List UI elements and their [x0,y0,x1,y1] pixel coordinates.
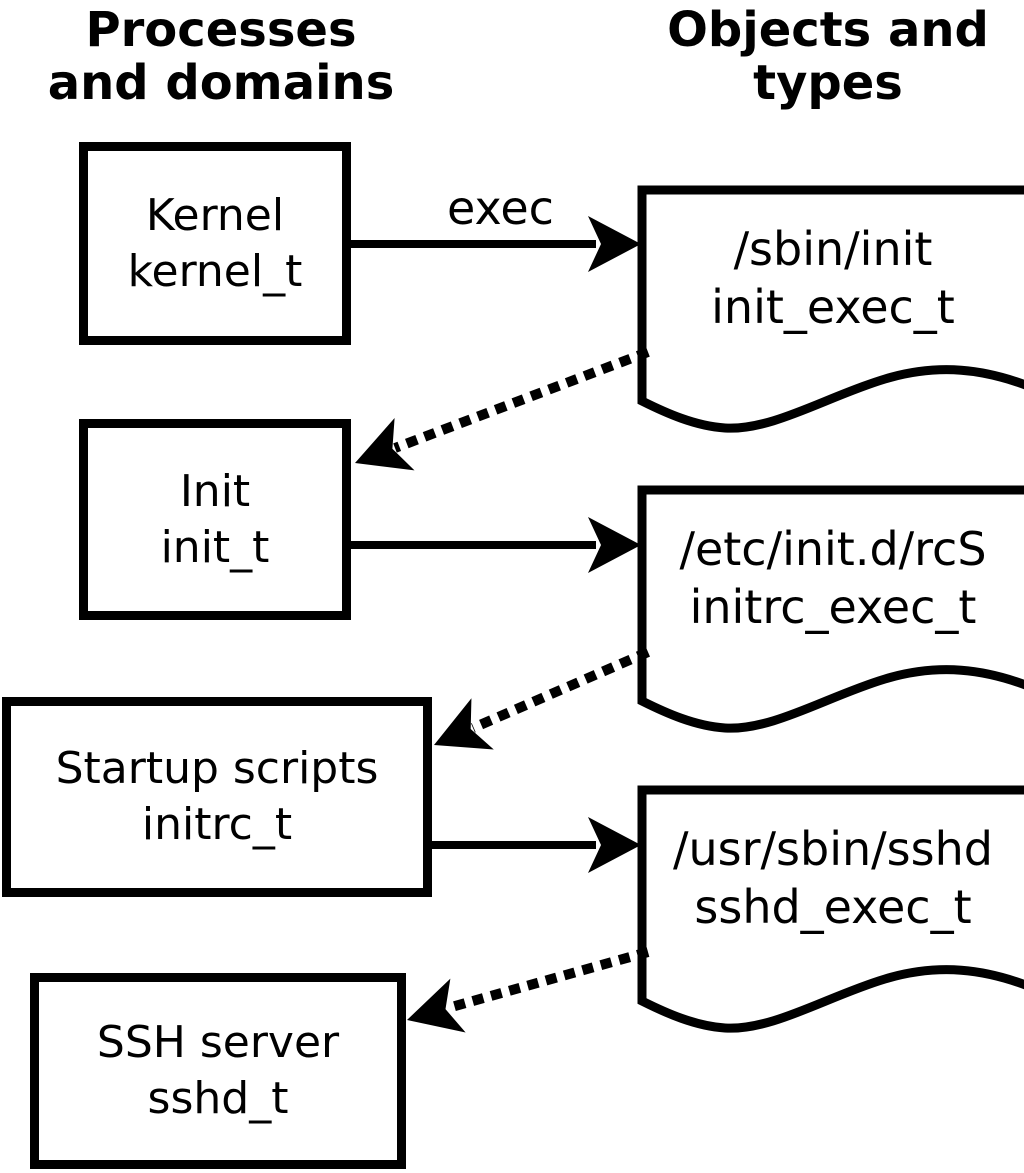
dotted-arrow-sshd-exec-to-sshd [407,947,650,1033]
dotted-arrow-initrc-exec-to-initrc [434,647,650,750]
object-path: /usr/sbin/sshd [673,822,993,876]
process-domain-type: init_t [160,521,270,573]
object-path: /etc/init.d/rcS [679,522,987,576]
object-label-etc-initd-rcs: /etc/init.d/rcS initrc_exec_t [642,520,1024,636]
object-label-usr-sbin-sshd: /usr/sbin/sshd sshd_exec_t [642,820,1024,936]
object-path: /sbin/init [733,222,933,276]
process-domain-type: sshd_t [147,1073,289,1124]
object-file-type: init_exec_t [711,280,955,334]
process-name: Kernel [145,189,285,241]
process-name: Init [179,465,251,517]
process-box-kernel: Kernel kernel_t [79,142,351,345]
document-shape-usr-sbin-sshd [637,785,1024,1033]
process-box-startup-scripts: Startup scripts initrc_t [2,697,432,897]
object-label-sbin-init: /sbin/init init_exec_t [642,220,1024,336]
document-shape-etc-initd-rcs [637,485,1024,733]
process-box-init: Init init_t [79,419,351,620]
solid-arrow-init-to-etc-initd-rcs [351,517,641,573]
process-domain-type: initrc_t [141,799,293,850]
solid-arrow-kernel-to-sbin-init [351,216,641,272]
edge-label-exec: exec [447,181,554,235]
document-shape-sbin-init [637,185,1024,433]
column-header-processes: Processes and domains [47,2,395,111]
process-name: SSH server [96,1017,340,1068]
dotted-arrow-init-exec-to-init [355,347,650,471]
solid-arrow-initrc-to-usr-sbin-sshd [432,817,641,873]
object-file-type: initrc_exec_t [689,580,977,634]
column-header-objects: Objects and types [667,2,989,111]
process-domain-type: kernel_t [127,245,303,297]
object-file-type: sshd_exec_t [694,880,972,934]
process-name: Startup scripts [55,743,379,794]
process-box-ssh-server: SSH server sshd_t [30,973,406,1169]
